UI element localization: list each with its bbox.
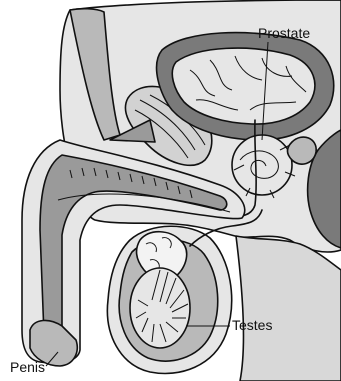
thigh: [236, 236, 341, 381]
label-testes: Testes: [232, 317, 272, 333]
seminal-vesicle: [288, 137, 317, 164]
label-penis: Penis: [10, 359, 45, 375]
label-prostate: Prostate: [258, 25, 310, 41]
prostate-gland: [232, 135, 292, 195]
